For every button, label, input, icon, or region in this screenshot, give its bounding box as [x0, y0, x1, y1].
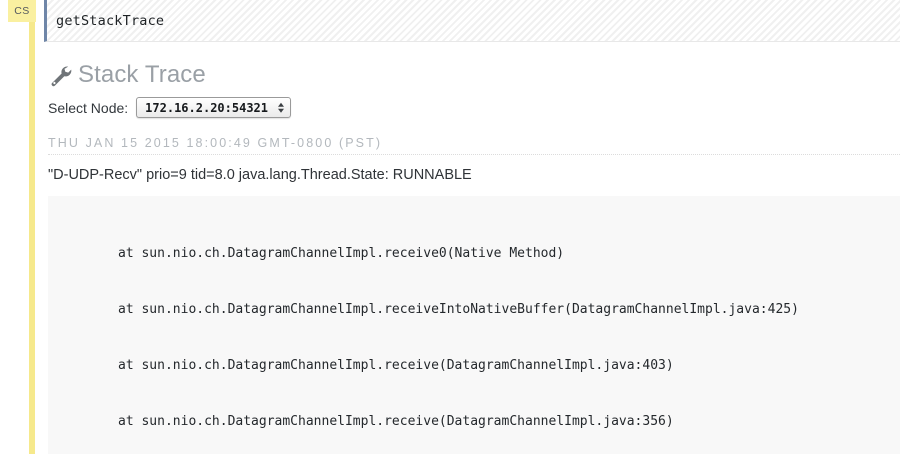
timestamp: THU JAN 15 2015 18:00:49 GMT-0800 (PST): [48, 136, 900, 155]
stack-frame: at sun.nio.ch.DatagramChannelImpl.receiv…: [118, 413, 674, 429]
thread-header: "D-UDP-Recv" prio=9 tid=8.0 java.lang.Th…: [48, 167, 472, 183]
thread-entry: "D-UDP-Recv" prio=9 tid=8.0 java.lang.Th…: [44, 167, 900, 454]
stack-frame: at sun.nio.ch.DatagramChannelImpl.receiv…: [118, 301, 799, 317]
wrench-icon: [51, 65, 72, 86]
cell-input-row[interactable]: getStackTrace: [44, 0, 900, 42]
chevron-updown-icon: [278, 102, 284, 113]
node-select[interactable]: 172.16.2.20:54321: [136, 97, 291, 118]
cell-type-badge[interactable]: CS: [8, 0, 36, 22]
select-node-label: Select Node:: [48, 99, 129, 116]
node-select-value: 172.16.2.20:54321: [145, 100, 268, 115]
cell-input-text[interactable]: getStackTrace: [56, 12, 165, 29]
thread-list: "D-UDP-Recv" prio=9 tid=8.0 java.lang.Th…: [44, 167, 900, 454]
cell-selection-bar: [29, 0, 35, 454]
page-title: Stack Trace: [78, 60, 206, 88]
cell-output: Stack Trace Select Node: 172.16.2.20:543…: [44, 44, 900, 454]
stack-frame: at sun.nio.ch.DatagramChannelImpl.receiv…: [118, 357, 674, 373]
thread-stack-block: at sun.nio.ch.DatagramChannelImpl.receiv…: [48, 196, 900, 454]
page-title-row: Stack Trace: [44, 44, 900, 88]
select-node-row: Select Node: 172.16.2.20:54321: [44, 88, 900, 118]
stack-frame: at sun.nio.ch.DatagramChannelImpl.receiv…: [118, 246, 565, 262]
